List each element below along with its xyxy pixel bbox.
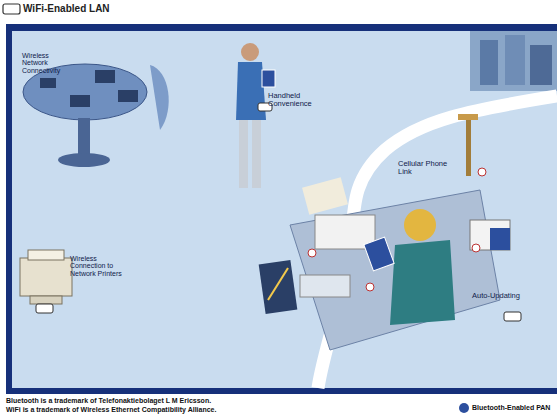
- buildings: [470, 31, 557, 91]
- bluetooth-icon: [459, 403, 469, 413]
- callout-label: Wireless Network Connectivity: [22, 52, 66, 74]
- callout-label: Handheld Convenience: [268, 92, 320, 108]
- title: WiFi-Enabled LAN: [23, 4, 110, 15]
- pda-cradle: [470, 220, 521, 321]
- callout-label: Wireless Connection to Network Printers: [70, 255, 130, 277]
- standing-person: [236, 43, 275, 188]
- callout-label: Cellular Phone Link: [398, 160, 454, 176]
- frame: [6, 24, 557, 394]
- callout-label: Auto-Updating: [472, 292, 532, 300]
- footnote: Bluetooth is a trademark of Telefonaktie…: [6, 397, 446, 404]
- conference-table: [23, 64, 169, 167]
- pan-label: Bluetooth-Enabled PAN: [472, 404, 556, 411]
- desk-workstation: [259, 177, 500, 350]
- footnote: WiFi is a trademark of Wireless Ethernet…: [6, 406, 446, 413]
- cell-tower: [458, 114, 486, 176]
- printer: [20, 250, 72, 313]
- wifi-icon: [3, 4, 20, 14]
- background: [12, 31, 557, 388]
